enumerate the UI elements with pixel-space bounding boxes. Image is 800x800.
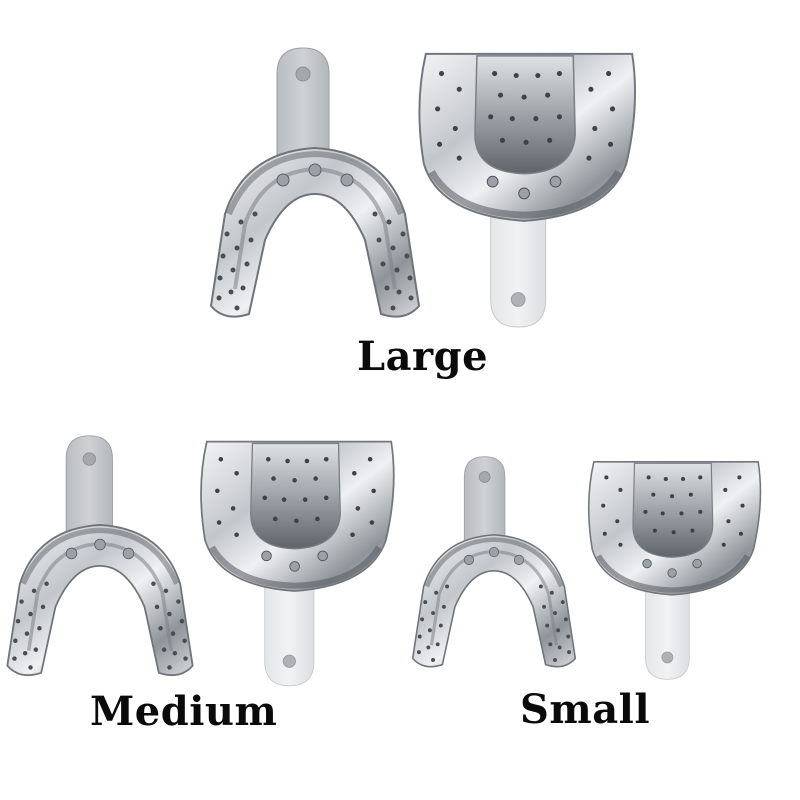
upper-impression-tray-medium <box>198 433 400 691</box>
lower-impression-tray-medium <box>2 432 198 682</box>
lower-impression-tray-small <box>408 452 580 674</box>
size-label-medium: Medium <box>90 688 278 735</box>
size-label-large: Large <box>357 333 489 380</box>
upper-impression-tray-small <box>586 455 766 683</box>
upper-impression-tray-large <box>416 46 642 331</box>
size-label-small: Small <box>520 686 651 733</box>
lower-impression-tray-large <box>205 44 425 324</box>
